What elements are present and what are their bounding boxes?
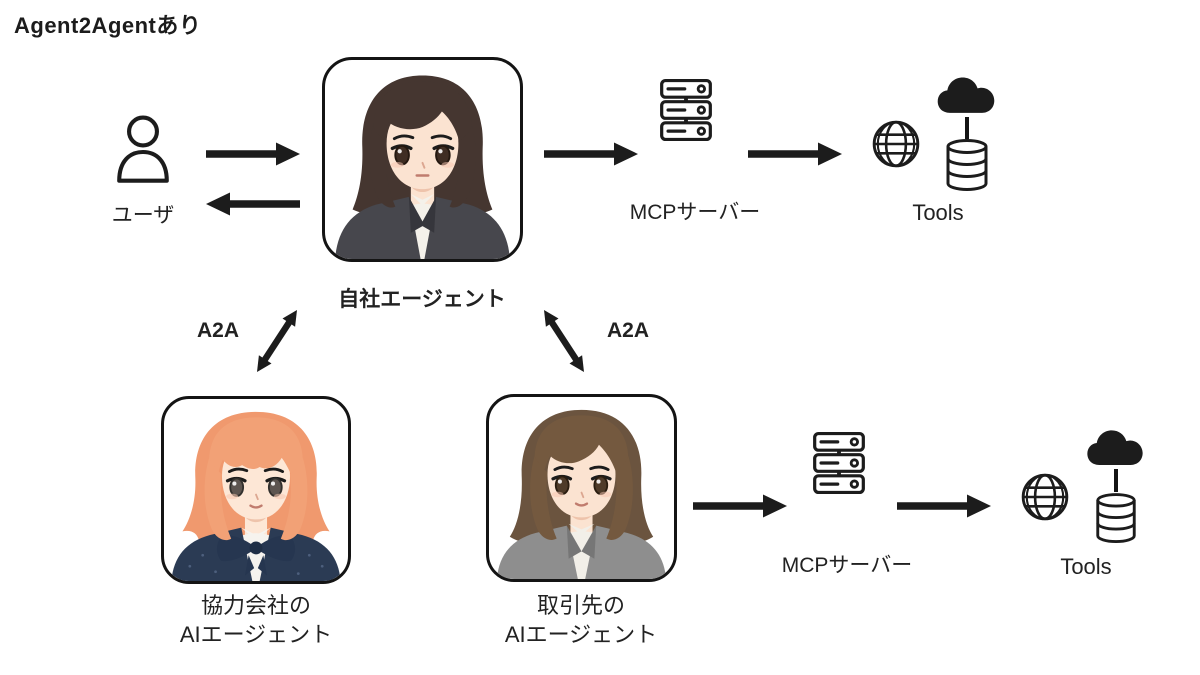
cloud-icon [1080, 426, 1150, 470]
client-agent-label: 取引先の AIエージェント [491, 591, 671, 649]
partner-agent-label-line1: 協力会社の [200, 593, 311, 618]
user-label: ユーザ [111, 204, 175, 227]
cloud-db-connector [965, 117, 969, 139]
arrow-right-icon [540, 139, 642, 169]
partner-agent-label-line2: AIエージェント [179, 622, 333, 647]
server-stack-icon [805, 431, 873, 495]
database-icon [942, 137, 992, 195]
a2a-right-label: A2A [606, 319, 649, 342]
a2a-left-label: A2A [196, 319, 239, 342]
own-agent-portrait [322, 57, 523, 262]
database-icon [1092, 491, 1140, 547]
diagram-title: Agent2Agentあり [14, 13, 202, 38]
client-agent-portrait [486, 394, 677, 582]
cloud-icon [930, 73, 1002, 118]
mcp-server-top-label: MCPサーバー [629, 201, 761, 224]
arrow-right-icon [744, 139, 846, 169]
tools-bottom-label: Tools [1060, 554, 1112, 579]
tools-top-label: Tools [912, 200, 964, 225]
arrow-right-icon [690, 491, 790, 521]
mcp-server-bottom-label: MCPサーバー [781, 554, 913, 577]
a2a-double-arrow-icon [245, 296, 309, 386]
client-agent-label-line2: AIエージェント [504, 622, 658, 647]
a2a-double-arrow-icon [532, 296, 596, 386]
tools-top-group: Tools [868, 71, 1008, 229]
partner-agent-label: 協力会社の AIエージェント [166, 591, 346, 649]
client-agent-label-line1: 取引先の [536, 593, 625, 618]
arrow-right-icon [203, 139, 303, 169]
person-outline-icon [102, 110, 184, 194]
globe-icon [1019, 471, 1071, 523]
partner-agent-portrait [161, 396, 351, 584]
own-agent-label: 自社エージェント [338, 288, 506, 311]
arrow-right-icon [893, 491, 995, 521]
cloud-db-connector [1114, 469, 1118, 492]
server-stack-icon [652, 78, 720, 142]
tools-bottom-group: Tools [1016, 424, 1156, 582]
globe-icon [870, 118, 922, 170]
arrow-left-icon [203, 189, 303, 219]
